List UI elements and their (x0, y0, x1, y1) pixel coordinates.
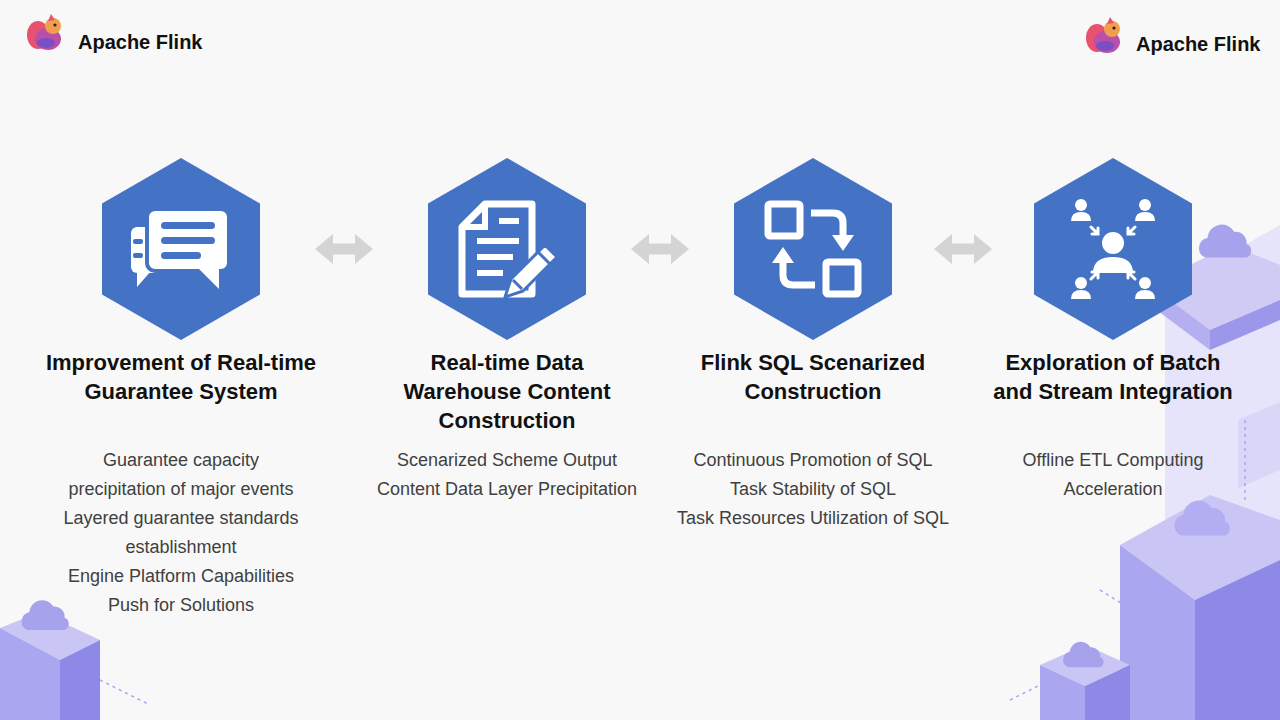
tower-side (1195, 560, 1280, 720)
process-node: Real-time Data Warehouse Content Constru… (357, 157, 657, 504)
tower-block (1238, 402, 1280, 488)
double-arrow (641, 244, 679, 255)
hexagon-shape (1033, 157, 1193, 341)
hexagon-icon (768, 204, 858, 294)
process-node: Improvement of Real-time Guarantee Syste… (31, 157, 331, 620)
tower-side (1210, 300, 1280, 350)
flink-logo (1086, 17, 1120, 53)
block-side (0, 628, 60, 720)
hexagon-shape (733, 157, 893, 341)
logo-text: Apache Flink (1136, 32, 1260, 56)
node-bullet: Content Data Layer Precipitation (370, 475, 645, 504)
hexagon-outline (733, 157, 893, 341)
node-heading: Real-time Data Warehouse Content Constru… (392, 348, 622, 446)
double-arrow (325, 244, 363, 255)
process-node: Flink SQL Scenarized ConstructionContinu… (665, 157, 961, 533)
node-heading: Flink SQL Scenarized Construction (688, 348, 938, 446)
hexagon-shape (101, 157, 261, 341)
node-bullet: Continuous Promotion of SQL (671, 446, 956, 475)
node-bullet: Guarantee capacity precipitation of majo… (60, 446, 302, 504)
hexagon-icon (131, 209, 229, 289)
node-bullet: Layered guarantee standards establishmen… (60, 504, 302, 562)
cloud-icon (1174, 501, 1230, 536)
hexagon-outline (427, 157, 587, 341)
dashed-line (1010, 685, 1040, 700)
hexagon-fill (428, 158, 586, 340)
node-heading: Exploration of Batch and Stream Integrat… (988, 348, 1238, 446)
tower-side (1120, 545, 1195, 720)
dashed-line (100, 680, 150, 705)
node-heading: Improvement of Real-time Guarantee Syste… (36, 348, 326, 446)
hexagon-outline (101, 157, 261, 341)
node-bullet: Engine Platform Capabilities Push for So… (60, 562, 302, 620)
node-bullet: Offline ETL Computing Acceleration (1013, 446, 1213, 504)
block-side (1085, 665, 1130, 720)
double-arrow (944, 244, 982, 255)
hexagon-fill (1034, 158, 1192, 340)
hexagon-fill (102, 158, 260, 340)
block-side (60, 640, 100, 720)
cloud-icon (22, 600, 69, 630)
cloud-icon (1199, 225, 1251, 258)
hexagon-shape (427, 157, 587, 341)
cloud-icon (1063, 642, 1103, 667)
hexagon-outline (1033, 157, 1193, 341)
hexagon-icon (462, 204, 557, 297)
bottom-server-block (1010, 642, 1130, 720)
hexagon-icon (1071, 199, 1155, 299)
hexagon-fill (734, 158, 892, 340)
node-bullet: Task Stability of SQL (671, 475, 956, 504)
process-node: Exploration of Batch and Stream Integrat… (968, 157, 1258, 504)
flink-logo (27, 14, 61, 50)
block-side (1040, 665, 1085, 720)
node-bullet: Task Resources Utilization of SQL (671, 504, 956, 533)
logo-text: Apache Flink (78, 30, 202, 54)
left-server-block (0, 600, 150, 720)
node-bullet: Scenarized Scheme Output (370, 446, 645, 475)
